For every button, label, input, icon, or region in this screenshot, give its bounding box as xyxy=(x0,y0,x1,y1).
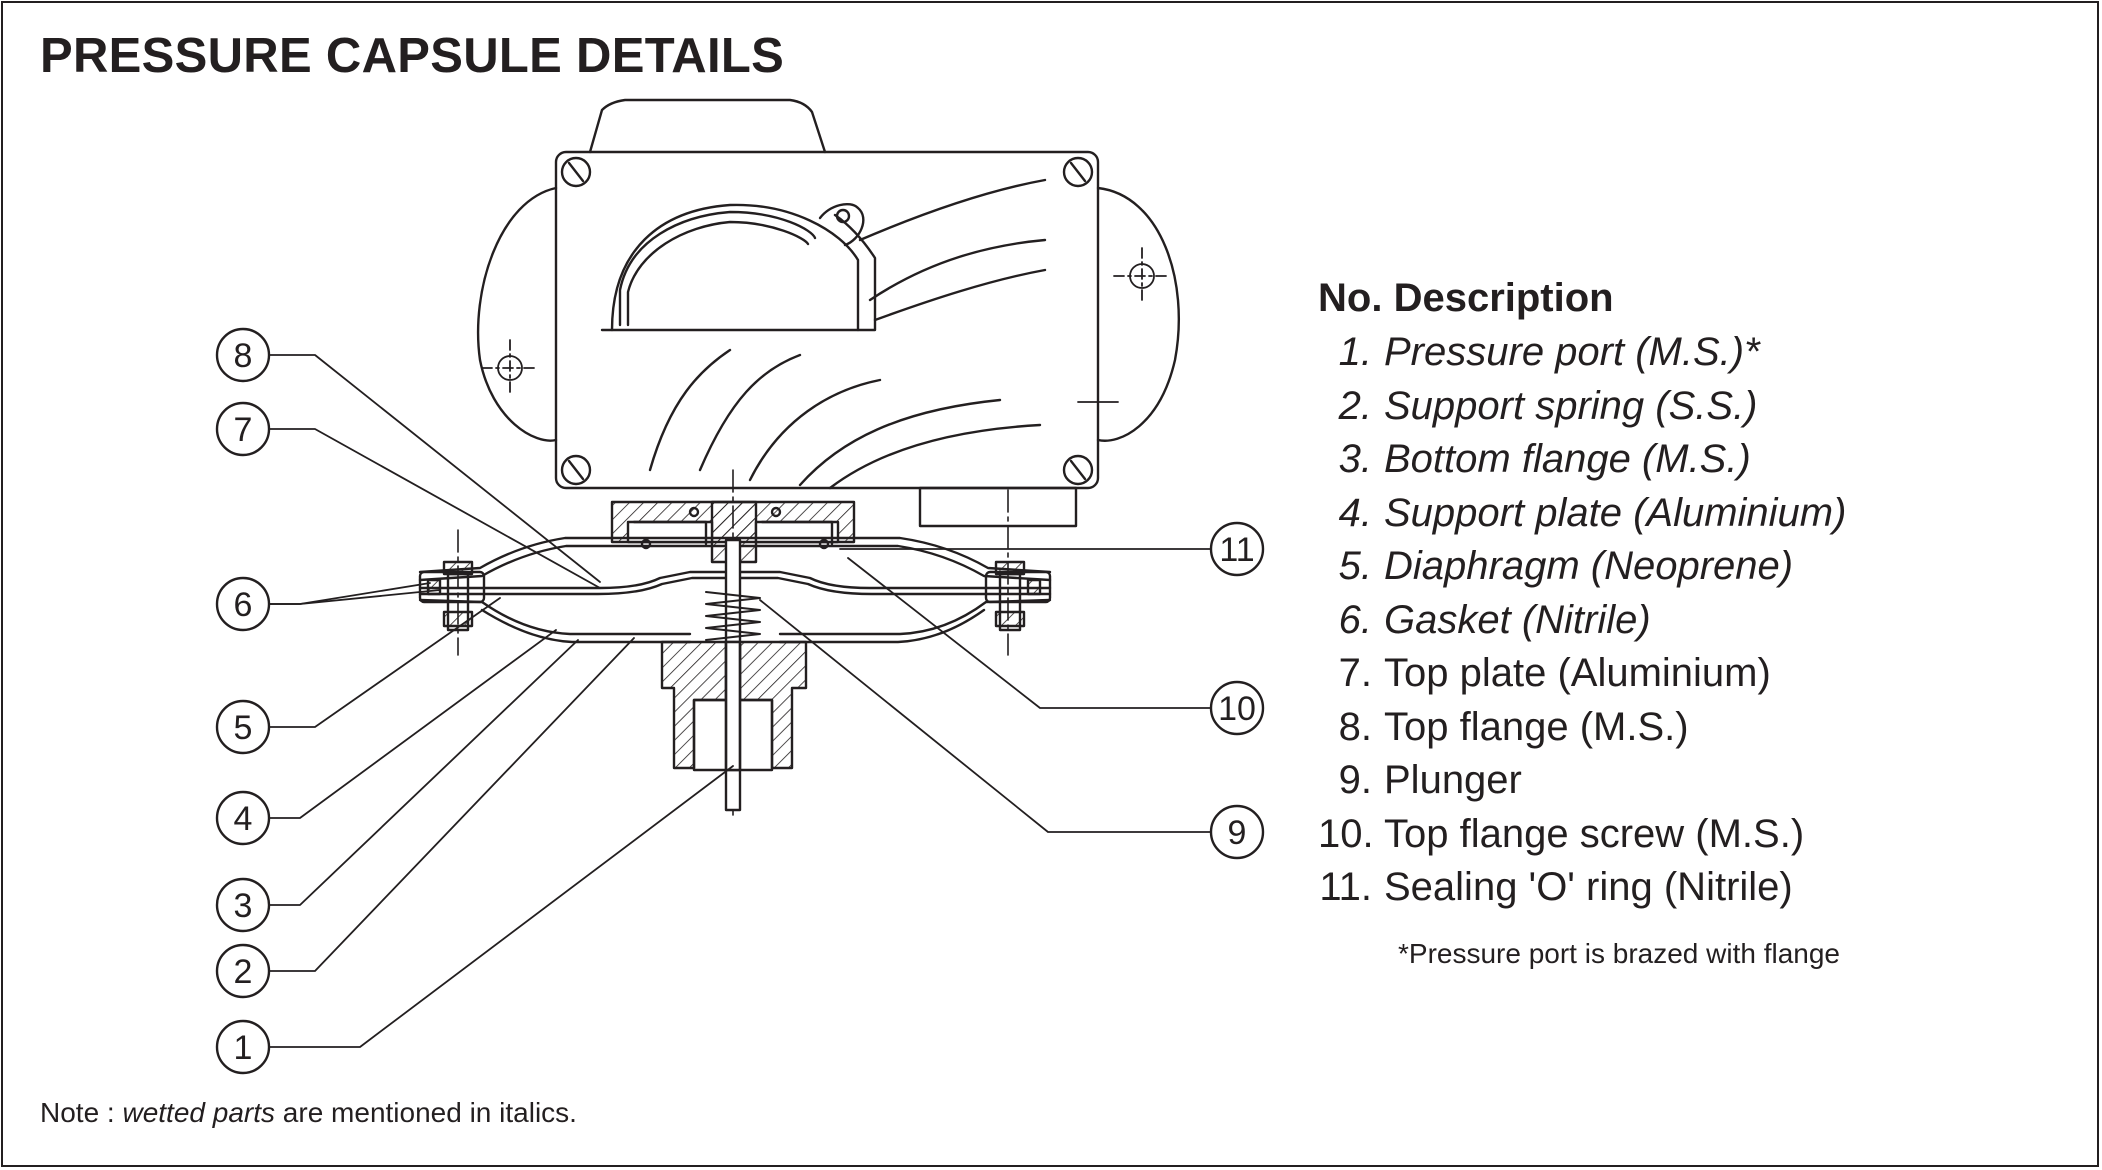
legend-item-number: 8. xyxy=(1338,704,1372,749)
callout-7: 7 xyxy=(215,401,271,457)
svg-text:2: 2 xyxy=(234,953,253,991)
callout-3: 3 xyxy=(215,877,271,933)
flange-bolts xyxy=(426,560,1042,632)
legend-item-description: Bottom flange (M.S.) xyxy=(1384,437,1751,481)
svg-text:4: 4 xyxy=(234,800,253,838)
legend-item-number: 10. xyxy=(1318,811,1374,856)
callout-2: 2 xyxy=(215,943,271,999)
legend-row: 7. Top plate (Aluminium) xyxy=(1318,651,2018,705)
legend-rows: 1. Pressure port (M.S.)* 2. Support spring… xyxy=(1318,330,2018,919)
housing-screws xyxy=(560,156,1094,486)
legend-item-number: 11. xyxy=(1319,865,1372,909)
parts-legend: No. Description 1. Pressure port (M.S.)* … xyxy=(1318,276,2018,919)
svg-text:6: 6 xyxy=(234,586,253,624)
svg-text:5: 5 xyxy=(234,709,253,747)
legend-header-description: Description xyxy=(1393,276,1614,320)
callout-11: 11 xyxy=(1209,521,1265,577)
legend-item-number: 7. xyxy=(1338,651,1372,695)
legend-item-number: 4. xyxy=(1338,490,1372,535)
callout-1: 1 xyxy=(215,1019,271,1075)
legend-item-description: Support plate (Aluminium) xyxy=(1384,490,1847,535)
legend-row: 4. Support plate (Aluminium) xyxy=(1318,491,2018,545)
legend-item-number: 2. xyxy=(1338,383,1372,428)
legend-row: 11. Sealing 'O' ring (Nitrile) xyxy=(1318,865,2018,919)
switch-housing xyxy=(476,98,1180,528)
legend-row: 10.Top flange screw (M.S.) xyxy=(1318,812,2018,866)
legend-item-number: 9. xyxy=(1338,758,1372,802)
legend-header: No. Description xyxy=(1318,276,2018,330)
legend-row: 8. Top flange (M.S.) xyxy=(1318,705,2018,759)
page-title: PRESSURE CAPSULE DETAILS xyxy=(40,29,785,83)
callout-4: 4 xyxy=(215,790,271,846)
svg-text:9: 9 xyxy=(1228,814,1247,852)
svg-text:1: 1 xyxy=(234,1029,253,1067)
legend-row: 6. Gasket (Nitrile) xyxy=(1318,598,2018,652)
callout-9: 9 xyxy=(1209,804,1265,860)
note-suffix: are mentioned in italics. xyxy=(275,1097,577,1128)
callout-balloons: 8 7 6 5 4 3 2 1 11 10 9 xyxy=(215,327,1265,1075)
legend-row: 5. Diaphragm (Neoprene) xyxy=(1318,544,2018,598)
pressure-port xyxy=(660,640,808,772)
legend-item-description: Pressure port (M.S.)* xyxy=(1384,330,1760,374)
svg-text:8: 8 xyxy=(234,337,253,375)
note-prefix: Note : xyxy=(40,1097,123,1128)
legend-item-description: Support spring (S.S.) xyxy=(1384,383,1758,428)
svg-text:7: 7 xyxy=(234,411,253,449)
legend-item-description: Gasket (Nitrile) xyxy=(1384,597,1651,642)
note-emphasis: wetted parts xyxy=(122,1097,276,1128)
mounting-holes xyxy=(481,247,1171,403)
legend-row: 2. Support spring (S.S.) xyxy=(1318,384,2018,438)
callout-10: 10 xyxy=(1209,680,1265,736)
legend-item-description: Top flange (M.S.) xyxy=(1384,704,1689,749)
legend-item-number: 3. xyxy=(1338,437,1372,481)
legend-item-description: Sealing 'O' ring (Nitrile) xyxy=(1384,865,1793,909)
legend-row: 3. Bottom flange (M.S.) xyxy=(1318,437,2018,491)
legend-row: 9. Plunger xyxy=(1318,758,2018,812)
legend-row: 1. Pressure port (M.S.)* xyxy=(1318,330,2018,384)
svg-text:10: 10 xyxy=(1218,690,1256,728)
legend-item-number: 1. xyxy=(1338,330,1372,374)
legend-item-number: 5. xyxy=(1338,544,1372,588)
support-spring xyxy=(705,591,761,641)
callout-5: 5 xyxy=(215,699,271,755)
callout-8: 8 xyxy=(215,327,271,383)
top-flange-assembly xyxy=(610,500,856,564)
callout-6: 6 xyxy=(215,576,271,632)
legend-item-description: Diaphragm (Neoprene) xyxy=(1384,544,1794,588)
legend-item-description: Top plate (Aluminium) xyxy=(1384,651,1771,695)
wetted-parts-note: Note : wetted parts are mentioned in ita… xyxy=(40,1097,577,1129)
svg-text:11: 11 xyxy=(1219,531,1254,569)
legend-header-no: No. xyxy=(1318,276,1383,320)
legend-item-description: Top flange screw (M.S.) xyxy=(1384,811,1805,856)
leader-lines xyxy=(262,354,1216,1048)
legend-item-number: 6. xyxy=(1338,597,1372,642)
brazing-footnote: *Pressure port is brazed with flange xyxy=(1398,938,1840,969)
svg-text:3: 3 xyxy=(234,887,253,925)
legend-item-description: Plunger xyxy=(1384,758,1522,802)
